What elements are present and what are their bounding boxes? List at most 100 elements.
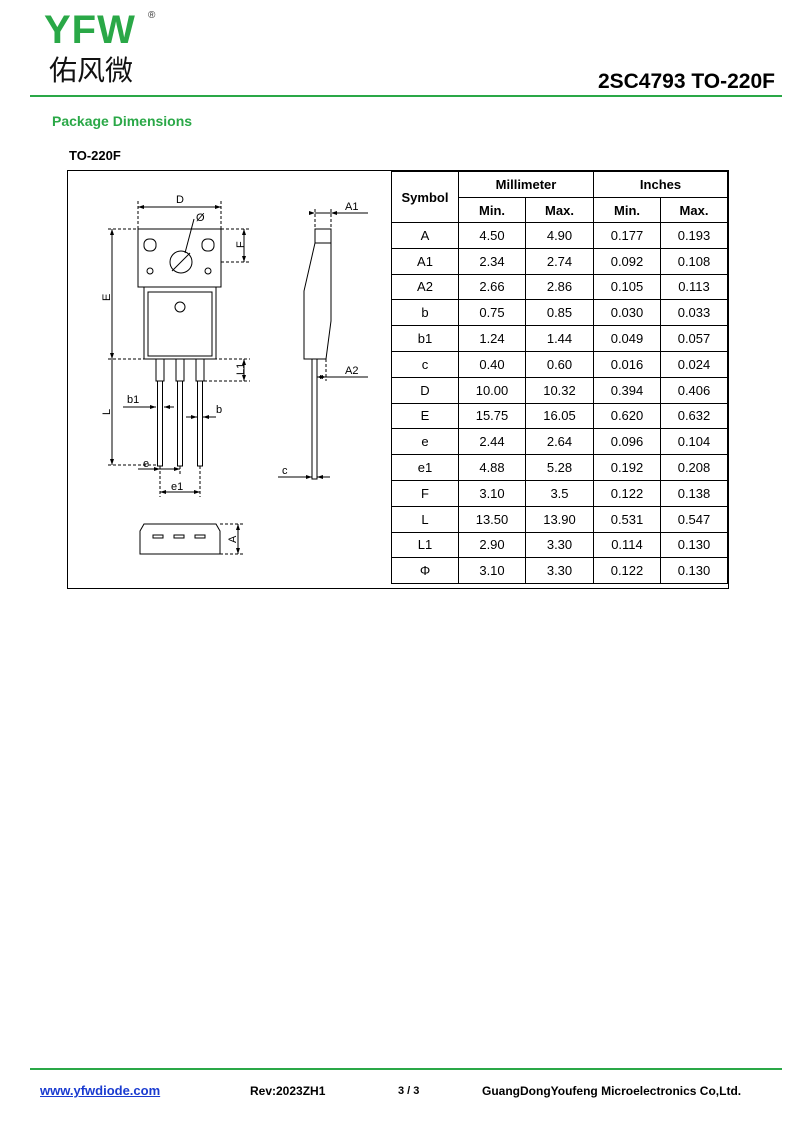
cell-mm-max: 5.28	[525, 454, 594, 481]
page-number: 3 / 3	[398, 1085, 420, 1097]
mm-min-header: Min.	[458, 197, 526, 223]
label-b1: b1	[127, 394, 139, 406]
label-F: F	[235, 241, 247, 248]
cell-in-min: 0.049	[593, 325, 661, 352]
cell-in-min: 0.531	[593, 505, 661, 533]
cell-in-max: 0.113	[660, 273, 728, 301]
cell-mm-min: 2.44	[458, 428, 526, 456]
label-c: c	[282, 465, 288, 477]
header-divider	[30, 95, 782, 97]
package-outline-drawing: D Ø F E L1 L b1 b e e1 A1 A2 c A	[101, 194, 368, 555]
cell-symbol: E	[391, 402, 459, 430]
label-A2: A2	[345, 365, 358, 377]
body-outline	[143, 286, 217, 360]
cell-mm-max: 4.90	[525, 222, 594, 249]
cell-mm-min: 2.90	[458, 531, 526, 559]
millimeter-header: Millimeter	[458, 171, 594, 198]
package-label: TO-220F	[69, 148, 121, 163]
label-A1: A1	[345, 201, 358, 213]
cell-symbol: A	[391, 222, 459, 249]
cell-mm-min: 10.00	[458, 376, 526, 404]
cell-mm-min: 0.75	[458, 299, 526, 327]
cell-in-max: 0.024	[660, 350, 728, 378]
cell-mm-min: 2.34	[458, 247, 526, 275]
label-diameter: Ø	[196, 212, 205, 224]
tab-plate	[137, 228, 222, 288]
label-E: E	[101, 294, 113, 301]
bottom-view	[139, 523, 221, 555]
cell-symbol: A2	[391, 273, 459, 301]
label-D: D	[176, 194, 184, 206]
cell-in-min: 0.192	[593, 454, 661, 481]
cell-mm-max: 10.32	[525, 376, 594, 404]
label-L: L	[101, 409, 113, 415]
inches-header: Inches	[593, 171, 728, 198]
revision-text: Rev:2023ZH1	[250, 1084, 326, 1098]
cell-mm-max: 13.90	[525, 505, 594, 533]
cell-in-max: 0.208	[660, 454, 728, 481]
cell-in-max: 0.033	[660, 299, 728, 327]
cell-in-max: 0.104	[660, 428, 728, 456]
cell-mm-max: 2.86	[525, 273, 594, 301]
website-link[interactable]: www.yfwdiode.com	[40, 1083, 161, 1098]
symbol-header: Symbol	[391, 171, 459, 223]
cell-symbol: L	[391, 505, 459, 533]
cell-in-max: 0.193	[660, 222, 728, 249]
cell-in-max: 0.130	[660, 557, 728, 585]
cell-in-min: 0.030	[593, 299, 661, 327]
cell-symbol: Φ	[391, 557, 459, 585]
cell-symbol: b	[391, 299, 459, 327]
cell-mm-min: 3.10	[458, 557, 526, 585]
company-logo-letters: YFW	[44, 8, 136, 52]
cell-mm-min: 15.75	[458, 402, 526, 430]
cell-in-min: 0.122	[593, 557, 661, 585]
cell-symbol: e1	[391, 454, 459, 481]
label-b: b	[216, 404, 222, 416]
cell-mm-min: 13.50	[458, 505, 526, 533]
cell-in-min: 0.016	[593, 350, 661, 378]
cell-in-max: 0.547	[660, 505, 728, 533]
company-logo-chinese: 佑风微	[49, 54, 134, 87]
cell-mm-max: 2.74	[525, 247, 594, 275]
cell-mm-min: 0.40	[458, 350, 526, 378]
in-max-header: Max.	[660, 197, 728, 223]
cell-in-max: 0.108	[660, 247, 728, 275]
cell-in-max: 0.406	[660, 376, 728, 404]
label-e: e	[143, 458, 149, 470]
cell-in-min: 0.096	[593, 428, 661, 456]
cell-mm-min: 2.66	[458, 273, 526, 301]
cell-mm-max: 3.30	[525, 531, 594, 559]
cell-symbol: F	[391, 479, 459, 507]
company-name: GuangDongYoufeng Microelectronics Co,Ltd…	[482, 1084, 742, 1098]
cell-mm-max: 1.44	[525, 325, 594, 352]
section-title: Package Dimensions	[52, 113, 193, 129]
cell-mm-max: 3.30	[525, 557, 594, 585]
cell-mm-max: 16.05	[525, 402, 594, 430]
cell-mm-min: 4.88	[458, 454, 526, 481]
cell-symbol: D	[391, 376, 459, 404]
cell-in-max: 0.138	[660, 479, 728, 507]
label-A: A	[227, 535, 239, 543]
cell-in-max: 0.130	[660, 531, 728, 559]
label-L1: L1	[235, 363, 247, 375]
cell-in-max: 0.057	[660, 325, 728, 352]
side-lead	[311, 358, 318, 480]
side-profile	[303, 228, 332, 360]
cell-mm-max: 0.60	[525, 350, 594, 378]
package-dimensions-frame	[67, 170, 729, 589]
cell-mm-max: 0.85	[525, 299, 594, 327]
cell-symbol: e	[391, 428, 459, 456]
